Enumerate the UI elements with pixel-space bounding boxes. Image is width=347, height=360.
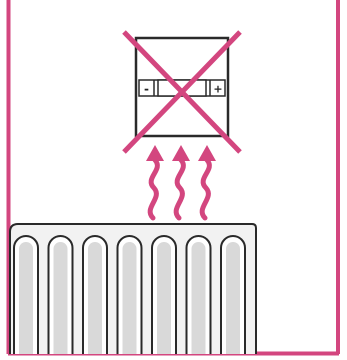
heat-wave-arrowhead: [172, 145, 190, 161]
x-stroke-ascending: [122, 30, 242, 154]
radiator-fin-shade: [122, 242, 137, 354]
thermostat: - +: [134, 36, 230, 138]
radiator-fin: [116, 235, 143, 354]
heat-wave: [198, 145, 216, 221]
thermostat-minus-button: -: [144, 82, 149, 96]
heat-wave: [146, 145, 164, 221]
prohibited-x-mark: [122, 30, 242, 154]
radiator-fin-shade: [19, 242, 33, 354]
heat-wave-arrowhead: [146, 145, 164, 161]
radiator-fin: [220, 235, 246, 354]
heat-wave-line: [199, 157, 212, 221]
radiator-fin: [82, 235, 108, 354]
thermostat-plus-button: +: [213, 83, 222, 96]
radiator: [9, 223, 257, 354]
radiator-fins: [13, 235, 246, 354]
radiator-fin: [13, 235, 39, 354]
radiator-fin: [151, 235, 177, 354]
heat-wave-line: [173, 157, 186, 221]
heat-wave-arrowhead: [198, 145, 216, 161]
radiator-fin-shade: [88, 242, 102, 354]
thermostat-display-window: [157, 79, 207, 97]
radiator-fin-shade: [53, 242, 68, 354]
heat-waves: [146, 145, 216, 221]
radiator-fin-shade: [226, 242, 240, 354]
radiator-fin: [47, 235, 74, 354]
radiator-fin-shade: [191, 242, 206, 354]
heat-wave-line: [147, 157, 160, 221]
radiator-fin-shade: [157, 242, 171, 354]
radiator-fin: [185, 235, 212, 354]
heat-wave: [172, 145, 190, 221]
